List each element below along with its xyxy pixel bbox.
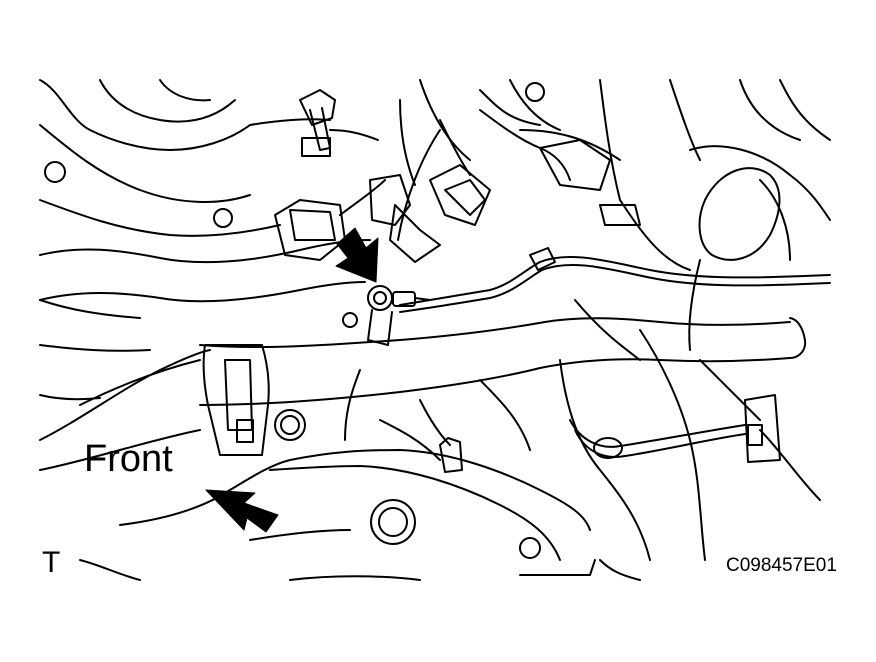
pointer-arrow	[335, 227, 379, 283]
left-elbow-pipe	[39, 349, 211, 471]
main-hose	[199, 317, 807, 406]
wire-harness	[399, 247, 831, 463]
ground-bolt	[367, 285, 431, 346]
lower-plate	[79, 449, 596, 581]
front-label: Front	[84, 438, 173, 480]
figure-id-label: C098457E01	[726, 555, 837, 576]
view-code-label: T	[42, 546, 61, 579]
connectors	[274, 89, 781, 351]
bolts	[44, 82, 545, 559]
front-direction-arrow	[205, 489, 279, 533]
engine-background-lines	[39, 79, 831, 581]
hose-clamp	[202, 344, 270, 456]
upper-pipe	[39, 239, 371, 303]
